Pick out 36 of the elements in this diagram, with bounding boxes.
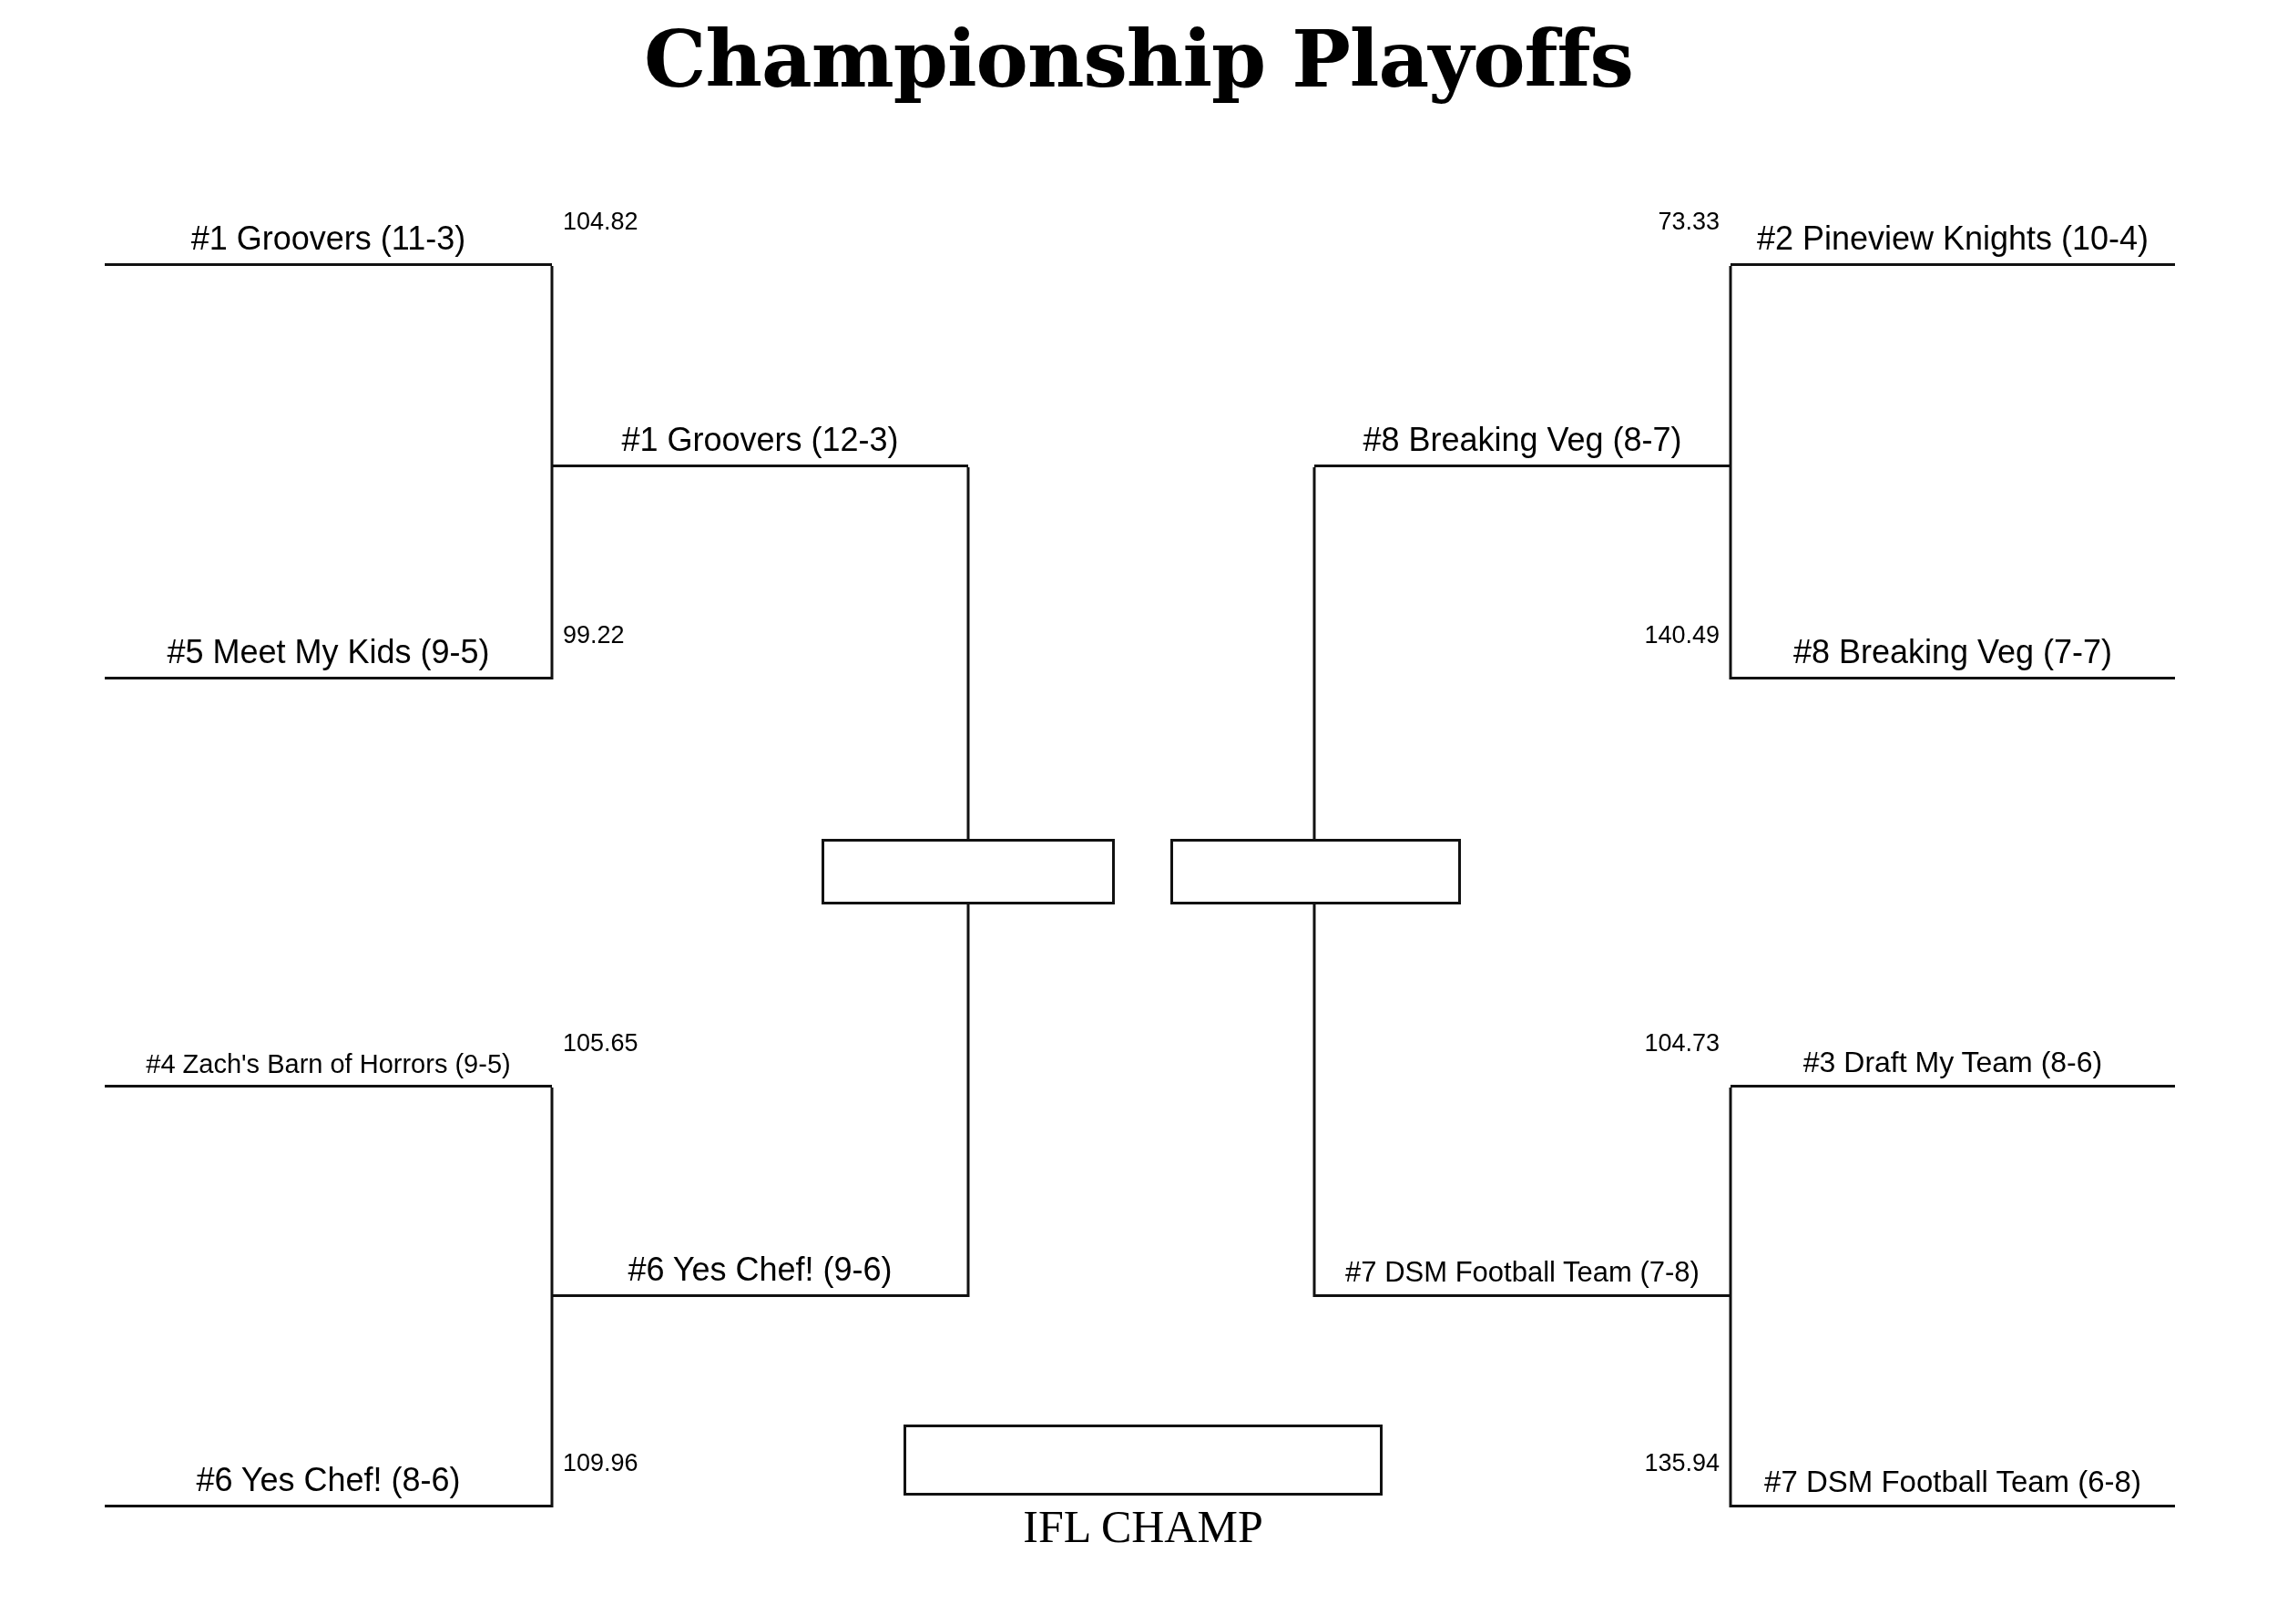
winner-box [822, 839, 1115, 904]
team-name: #5 Meet My Kids (9-5) [166, 633, 491, 671]
title: Championship Playoffs [643, 13, 1634, 105]
bracket-connector [1729, 1297, 1732, 1507]
bracket-connector [1729, 467, 1732, 679]
score: 105.65 [563, 1029, 638, 1057]
team-name: #8 Breaking Veg (7-7) [1792, 633, 2114, 671]
score: 135.94 [1644, 1449, 1720, 1477]
champion-caption: IFL CHAMP [1022, 1500, 1264, 1553]
team-name: #8 Breaking Veg (8-7) [1362, 421, 1683, 459]
score: 140.49 [1644, 621, 1720, 649]
team-name: #3 Draft My Team (8-6) [1802, 1046, 2104, 1079]
team-name: #1 Groovers (11-3) [189, 220, 467, 258]
bracket-connector [550, 266, 554, 467]
team-name: #6 Yes Chef! (9-6) [627, 1251, 893, 1289]
winner-box [1170, 839, 1461, 904]
bracket-connector [550, 467, 554, 679]
team-name: #2 Pineview Knights (10-4) [1755, 220, 2150, 258]
team-name: #7 DSM Football Team (6-8) [1763, 1465, 2142, 1499]
bracket-connector [550, 1297, 554, 1507]
score: 99.22 [563, 621, 625, 649]
score: 109.96 [563, 1449, 638, 1477]
score: 104.82 [563, 208, 638, 236]
score: 104.73 [1644, 1029, 1720, 1057]
bracket-connector [966, 467, 970, 839]
team-name: #6 Yes Chef! (8-6) [195, 1461, 462, 1499]
bracket-connector [1312, 467, 1317, 841]
bracket-connector [1729, 1088, 1732, 1297]
bracket-connector [966, 904, 970, 1297]
team-name: #4 Zach's Barn of Horrors (9-5) [145, 1049, 512, 1079]
bracket-connector [1729, 266, 1732, 467]
team-name: #7 DSM Football Team (7-8) [1344, 1256, 1700, 1289]
score: 73.33 [1658, 208, 1720, 236]
bracket-connector [550, 1088, 554, 1297]
bracket-connector [1312, 903, 1317, 1297]
team-name: #1 Groovers (12-3) [620, 421, 900, 459]
